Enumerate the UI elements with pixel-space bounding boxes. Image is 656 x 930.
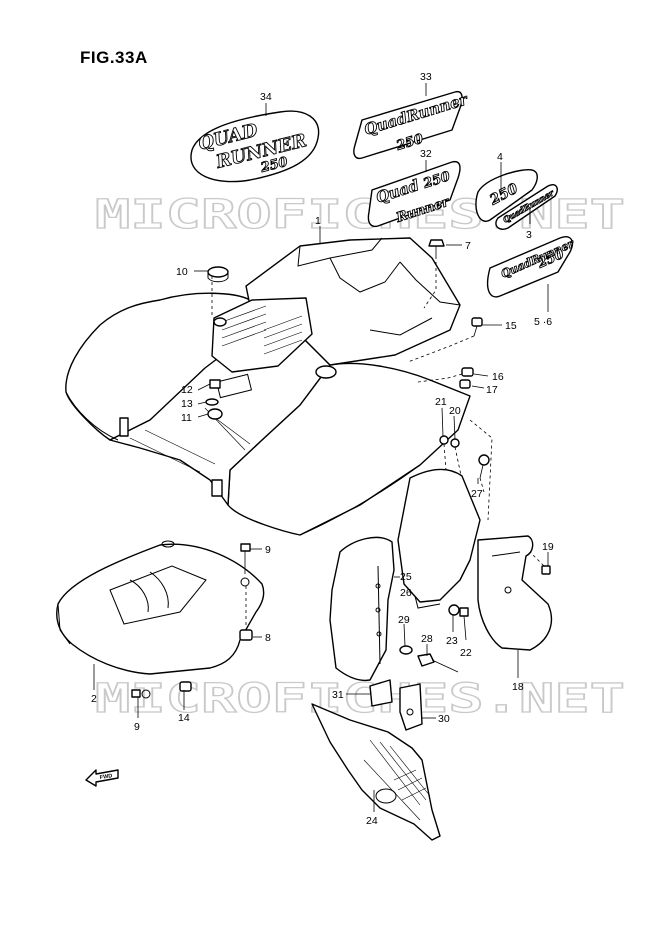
callout-26: 26 (400, 587, 412, 599)
callout-11: 11 (181, 412, 192, 424)
callout-9-lower: 9 (134, 721, 140, 733)
bolt-19 (541, 565, 551, 575)
decal-33: QuadRunner 250 (353, 90, 471, 160)
callout-32: 32 (420, 148, 432, 160)
nut-8 (239, 629, 253, 641)
vent-slats (221, 305, 303, 355)
inner-guard (397, 468, 481, 609)
callout-2: 2 (91, 693, 97, 705)
callout-15: 15 (505, 320, 517, 332)
clip-14 (179, 681, 192, 692)
mud-flap-18 (477, 535, 553, 651)
callout-22: 22 (460, 647, 472, 659)
callout-24: 24 (366, 815, 378, 827)
callout-33: 33 (420, 71, 432, 83)
front-panel-2 (56, 540, 265, 675)
bolt-9-upper (240, 543, 251, 587)
footrest-plate-24 (311, 703, 441, 841)
callout-4: 4 (497, 151, 503, 163)
callouts: 34 33 32 4 3 1 7 10 5 ·6 15 16 17 12 13 … (91, 71, 554, 827)
decal-5-6: QuadRunner 250 (486, 236, 577, 298)
nut-17 (459, 379, 471, 389)
callout-27: 27 (471, 488, 483, 500)
callout-25: 25 (400, 571, 412, 583)
decal-34-line3: 250 (258, 155, 289, 176)
washer-29 (399, 645, 413, 655)
decal-34: QUAD RUNNER 250 (190, 110, 320, 183)
bolt-22 (459, 607, 469, 641)
figure-title: FIG.33A (80, 48, 148, 67)
callout-5-6: 5 ·6 (534, 316, 552, 328)
decal-32: Quad 250 Runner (367, 160, 461, 228)
callout-10: 10 (176, 266, 188, 278)
fwd-arrow: FWD (85, 769, 119, 787)
callout-16: 16 (492, 371, 504, 383)
callout-30: 30 (438, 713, 450, 725)
callout-8: 8 (265, 632, 271, 644)
callout-21: 21 (435, 396, 447, 408)
callout-1: 1 (315, 215, 321, 227)
grommet-10 (207, 266, 229, 283)
bolt-15 (471, 317, 483, 337)
rivet-28 (417, 653, 459, 673)
callout-28: 28 (421, 633, 433, 645)
callout-3: 3 (526, 229, 532, 241)
fwd-label: FWD (99, 773, 112, 781)
splash-guard-25-26 (329, 536, 395, 682)
callout-17: 17 (486, 384, 498, 396)
bolt-9-lower (131, 689, 151, 699)
rear-fender-1 (65, 237, 471, 536)
callout-23: 23 (446, 635, 458, 647)
bolt-7 (428, 239, 445, 256)
callout-20: 20 (449, 405, 461, 417)
callout-13: 13 (181, 398, 193, 410)
screw-27 (478, 454, 490, 479)
watermark-bottom: MICROFICHES.NET (95, 676, 625, 722)
callout-19: 19 (542, 541, 554, 553)
leader-lines (93, 83, 549, 812)
callout-14: 14 (178, 712, 190, 724)
nut-16 (461, 367, 474, 377)
pad-31 (369, 679, 393, 707)
callout-34: 34 (260, 91, 272, 103)
callout-9-upper: 9 (265, 544, 271, 556)
callout-31: 31 (332, 689, 344, 701)
callout-7: 7 (465, 240, 471, 252)
callout-18: 18 (512, 681, 524, 693)
bracket-30 (399, 683, 423, 731)
callout-12: 12 (181, 384, 193, 396)
plate-mesh (363, 739, 431, 821)
nut-23 (448, 604, 460, 616)
decal-4: 250 (475, 169, 538, 222)
callout-29: 29 (398, 614, 410, 626)
